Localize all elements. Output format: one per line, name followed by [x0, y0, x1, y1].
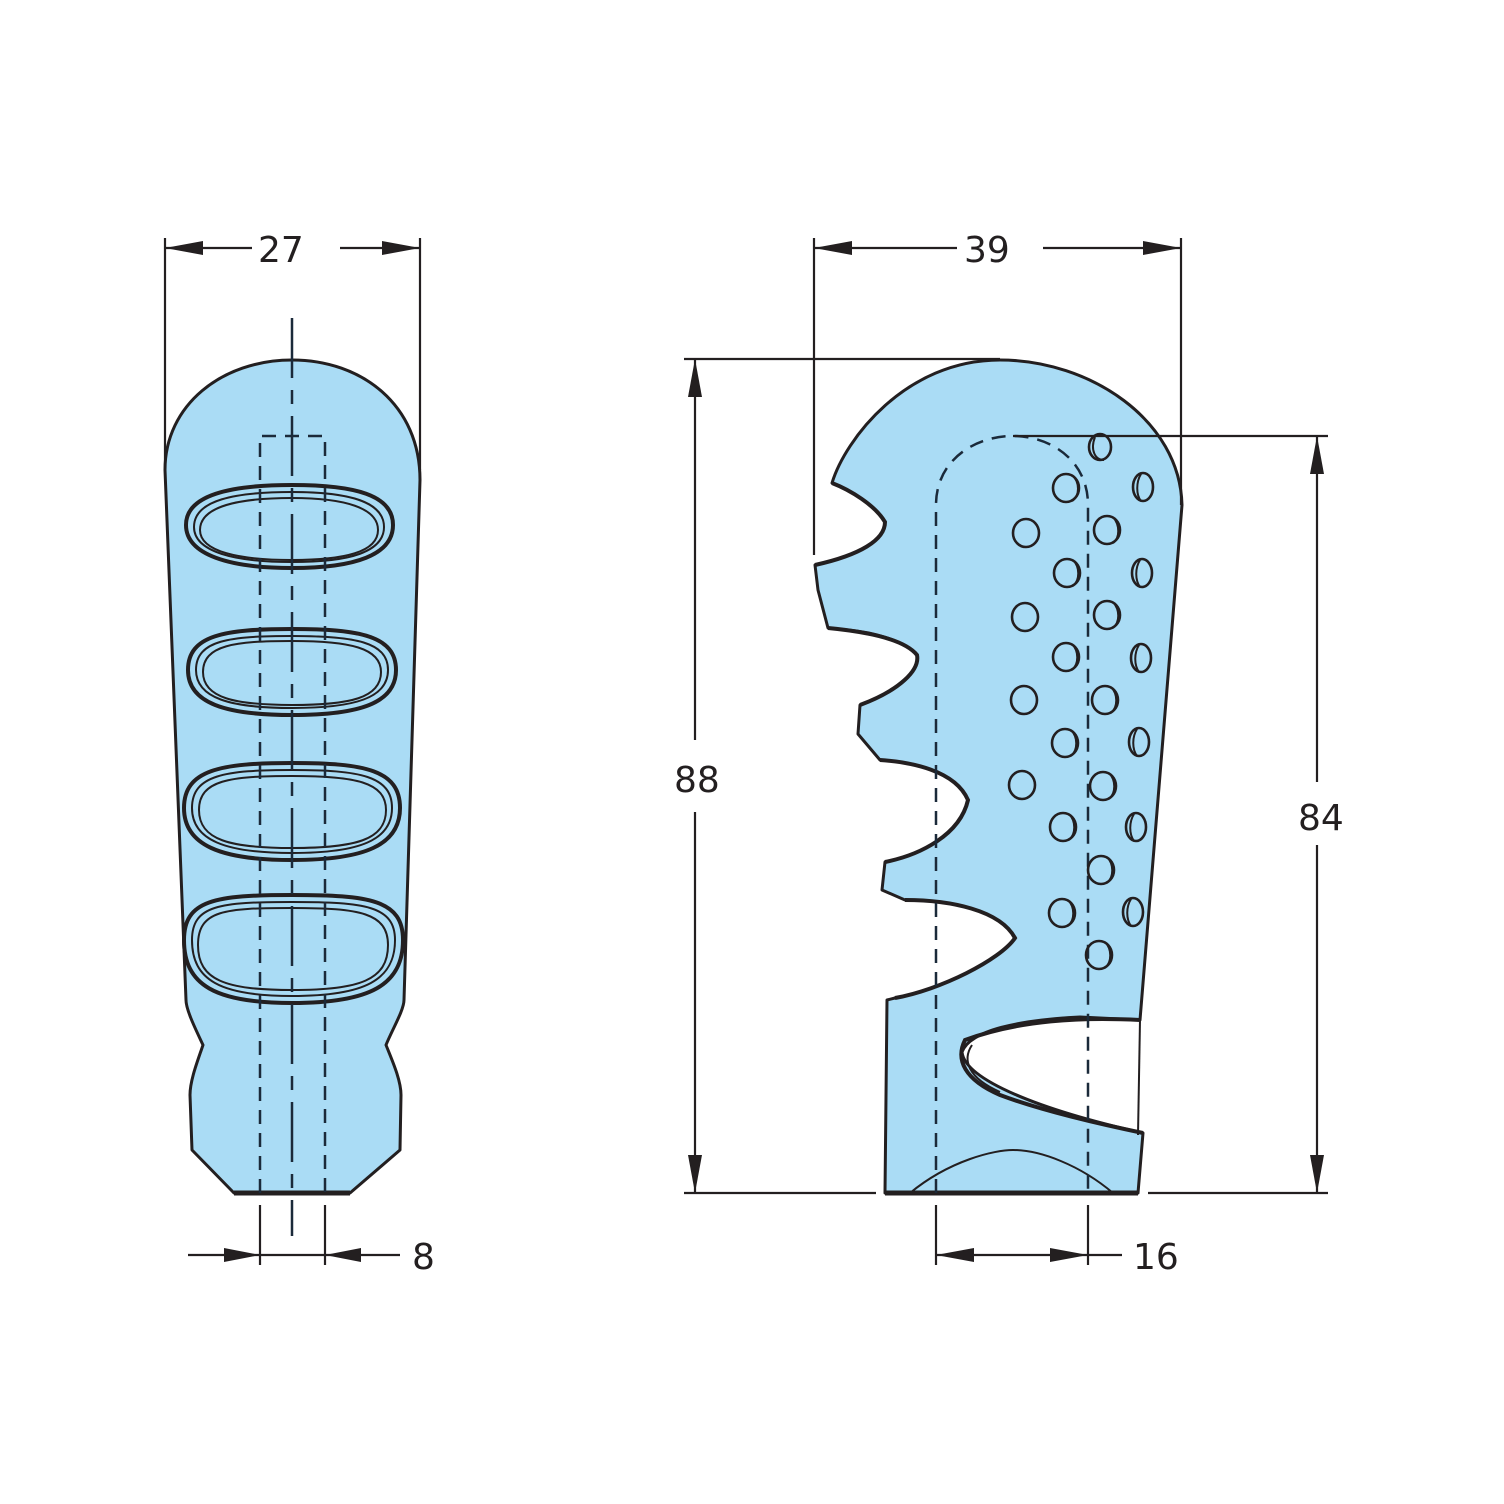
grip-groove-2: [827, 626, 920, 707]
dimension-8: 8: [188, 1205, 435, 1278]
grip-groove-3: [879, 758, 971, 864]
dimension-label-84: 84: [1298, 798, 1344, 839]
dimension-label-88: 88: [674, 760, 720, 801]
dimension-label-8: 8: [412, 1237, 435, 1278]
dimension-label-39: 39: [964, 230, 1010, 271]
grip-groove-1: [814, 481, 888, 567]
dimension-88: 88: [674, 357, 1000, 1195]
side-view: 39 88 84 16: [674, 230, 1344, 1278]
side-bore-hidden: [934, 434, 1090, 1193]
finger-slot-2: [185, 626, 399, 718]
finger-slot-4: [181, 892, 406, 1006]
dimension-27: 27: [163, 230, 422, 470]
dimension-label-27: 27: [258, 230, 304, 271]
dimension-label-16: 16: [1133, 1237, 1179, 1278]
base-arch: [909, 1148, 1114, 1194]
finger-slot-1: [183, 482, 396, 571]
side-view-body: [813, 358, 1184, 1195]
finger-slot-3: [181, 760, 403, 863]
dimension-84: 84: [1013, 434, 1344, 1195]
dimple-holes: [1007, 432, 1155, 971]
dimension-16: 16: [934, 1205, 1179, 1278]
grip-groove-5: [959, 1017, 1144, 1135]
front-view: 27 8: [163, 230, 435, 1278]
grip-groove-4: [894, 898, 1018, 1000]
dimension-39: 39: [812, 230, 1183, 555]
